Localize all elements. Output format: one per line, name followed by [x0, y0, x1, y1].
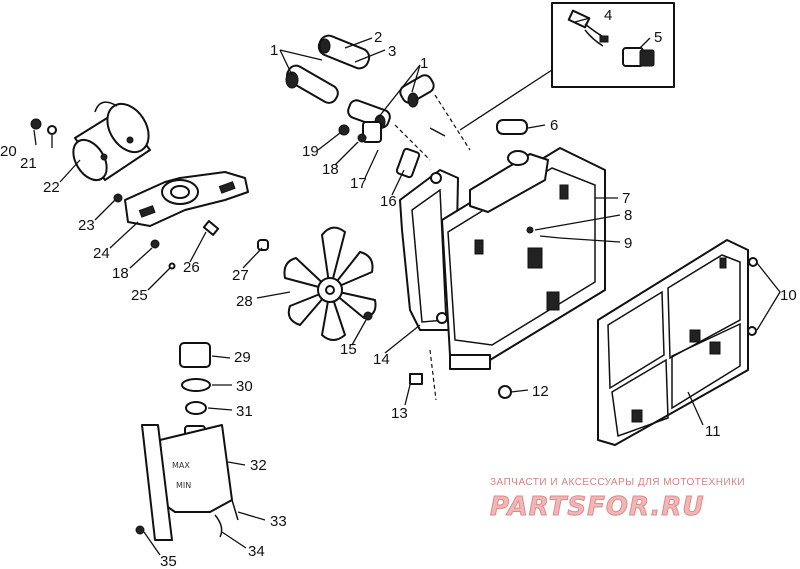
- watermark-logo: PARTSFOR.RU: [490, 492, 704, 522]
- radiator-screen: [597, 239, 781, 446]
- callout-30: 30: [236, 378, 253, 395]
- callout-22: 22: [43, 179, 60, 196]
- callout-1-right: 1: [420, 55, 428, 72]
- callout-numbers: 1 1 2 3 4 5 6 7 8 9 10 11 12 13 14 15 16…: [0, 7, 797, 569]
- fan-motor: [30, 101, 151, 182]
- callout-24: 24: [93, 245, 110, 262]
- radiator: [409, 119, 606, 399]
- fan-blade: [283, 226, 377, 341]
- callout-15: 15: [340, 341, 357, 358]
- callout-32: 32: [250, 457, 267, 474]
- callout-18-upper: 18: [322, 161, 339, 178]
- callout-29: 29: [234, 349, 251, 366]
- upper-hoses: [285, 34, 471, 161]
- callout-26: 26: [183, 259, 200, 276]
- callout-7: 7: [622, 190, 630, 207]
- callout-25: 25: [131, 287, 148, 304]
- overflow-tank: MAX MIN: [135, 342, 239, 541]
- watermark-caption: ЗАПЧАСТИ И АКСЕССУАРЫ ДЛЯ МОТОТЕХНИКИ: [490, 477, 745, 488]
- callout-27: 27: [232, 267, 249, 284]
- callout-20: 20: [0, 143, 17, 160]
- callout-6: 6: [550, 117, 558, 134]
- callout-33: 33: [270, 513, 287, 530]
- callout-28: 28: [236, 293, 253, 310]
- leader-lines: [33, 17, 704, 556]
- callout-12: 12: [532, 383, 549, 400]
- callout-5: 5: [654, 29, 662, 46]
- callout-16: 16: [380, 193, 397, 210]
- callout-31: 31: [236, 403, 253, 420]
- callout-10: 10: [780, 287, 797, 304]
- callout-14: 14: [373, 351, 390, 368]
- watermark: ЗАПЧАСТИ И АКСЕССУАРЫ ДЛЯ МОТОТЕХНИКИ PA…: [490, 477, 745, 523]
- callout-8: 8: [624, 207, 632, 224]
- callout-17: 17: [350, 175, 367, 192]
- callout-4: 4: [604, 7, 612, 24]
- sensor-inset: [459, 2, 675, 131]
- callout-19: 19: [302, 143, 319, 160]
- callout-11: 11: [705, 423, 721, 440]
- callout-9: 9: [624, 235, 632, 252]
- callout-13: 13: [391, 405, 408, 422]
- callout-1-left: 1: [270, 42, 278, 59]
- callout-3: 3: [388, 43, 396, 60]
- tank-min-mark: MIN: [176, 481, 191, 490]
- callout-35: 35: [160, 553, 177, 569]
- tank-max-mark: MAX: [172, 461, 190, 470]
- callout-34: 34: [248, 543, 265, 560]
- fan-shroud: [338, 121, 459, 331]
- callout-2: 2: [374, 29, 382, 46]
- fan-bracket: [113, 171, 269, 270]
- callout-18-lower: 18: [112, 265, 129, 282]
- callout-23: 23: [78, 217, 95, 234]
- callout-21: 21: [20, 155, 37, 172]
